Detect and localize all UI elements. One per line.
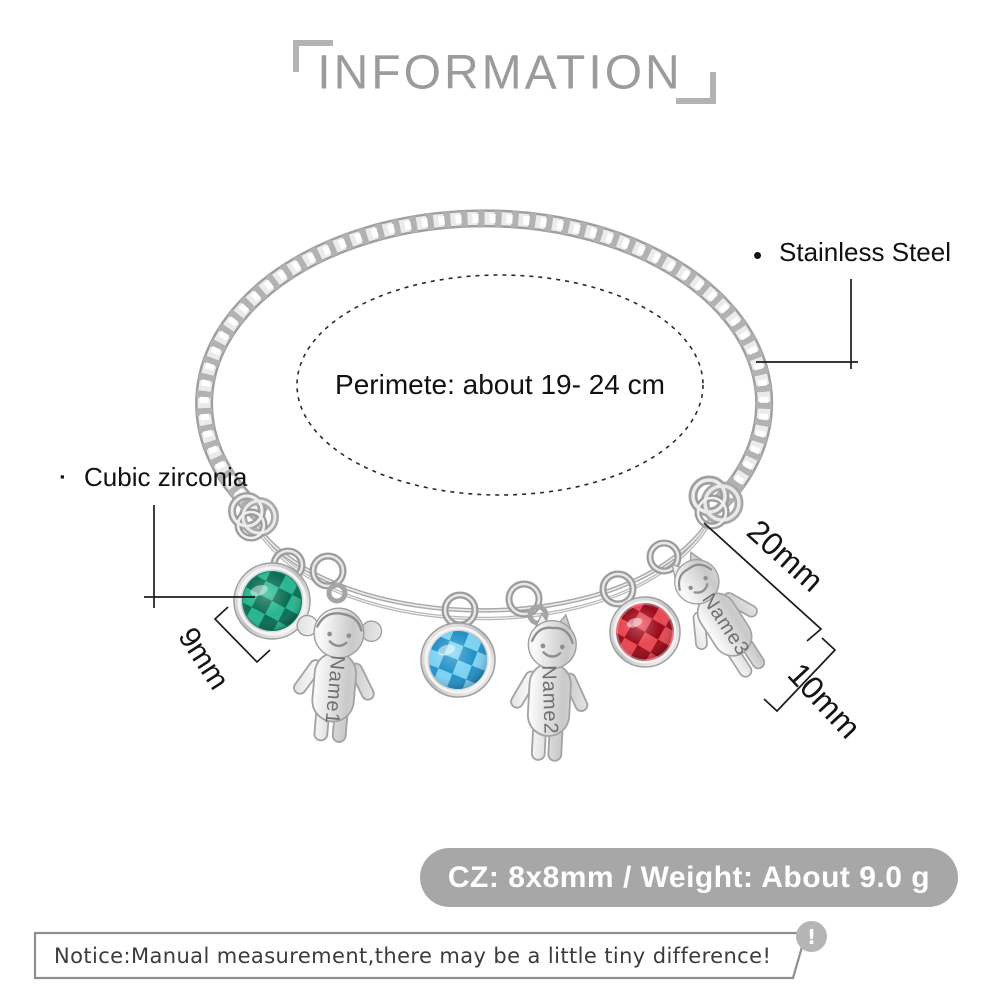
cubic-zirconia-bullet: ▪ bbox=[60, 469, 65, 484]
leader-lines bbox=[144, 279, 858, 608]
birthstone-green bbox=[233, 562, 311, 640]
girl-charm bbox=[293, 607, 383, 743]
notice-text: Notice:Manual measurement,there may be a… bbox=[54, 944, 772, 968]
boy-charm-3 bbox=[671, 551, 766, 678]
birthstone-red bbox=[609, 596, 681, 668]
birthstone-blue bbox=[420, 622, 496, 698]
page-title: INFORMATION bbox=[317, 46, 683, 100]
right-coil bbox=[688, 475, 744, 530]
title-corner-bracket-top-left bbox=[293, 40, 333, 72]
title-corner-bracket-bottom-right bbox=[676, 72, 716, 104]
perimeter-label: Perimete: about 19- 24 cm bbox=[335, 369, 665, 400]
left-coil bbox=[228, 492, 279, 542]
notice-box bbox=[33, 931, 808, 980]
perimeter-dashed-ellipse bbox=[296, 274, 704, 496]
specs-banner: CZ: 8x8mm / Weight: About 9.0 g bbox=[420, 848, 958, 907]
stainless-steel-bullet: • bbox=[753, 240, 763, 270]
charm-engraving-name2: Name2 bbox=[537, 664, 562, 736]
twisted-rope-bangle bbox=[204, 218, 764, 516]
cubic-zirconia-label: Cubic zirconia bbox=[84, 462, 248, 492]
stainless-steel-label: Stainless Steel bbox=[779, 237, 951, 267]
boy-charm-2 bbox=[510, 612, 589, 762]
specs-banner-text: CZ: 8x8mm / Weight: About 9.0 g bbox=[447, 860, 931, 894]
exclamation-icon: ! bbox=[796, 921, 827, 952]
measurement-brackets bbox=[213, 522, 837, 713]
